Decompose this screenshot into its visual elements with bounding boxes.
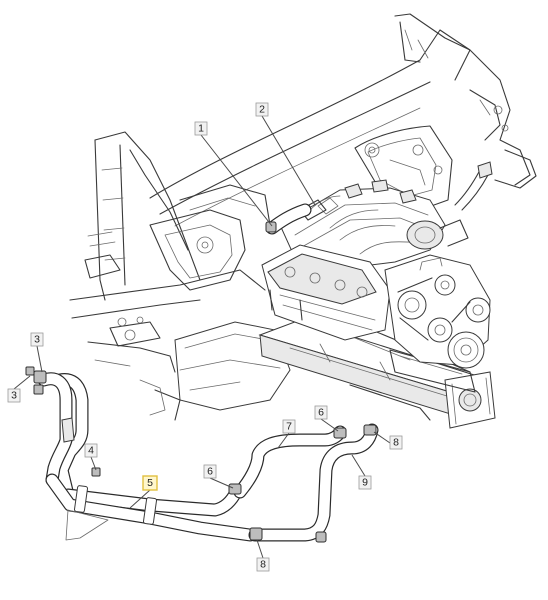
callout-1-box bbox=[194, 121, 208, 136]
callout-7-box bbox=[282, 419, 296, 434]
callout-2-box bbox=[255, 102, 269, 117]
callout-9-label: 9 bbox=[362, 477, 368, 489]
callout-4-box bbox=[84, 443, 98, 458]
callout-9-box bbox=[358, 475, 372, 490]
callout-3a-box bbox=[30, 332, 44, 347]
callout-9-leader bbox=[351, 454, 366, 477]
callout-2-leader bbox=[261, 115, 316, 206]
callout-5-box bbox=[142, 475, 158, 491]
callout-3a-label: 3 bbox=[34, 334, 40, 346]
callout-8b-leader bbox=[373, 431, 391, 444]
callout-3a-leader bbox=[36, 345, 43, 373]
callout-7-leader bbox=[277, 432, 290, 449]
callout-6a-label: 6 bbox=[207, 466, 213, 478]
callout-6b-leader bbox=[320, 418, 339, 432]
callout-1-leader bbox=[200, 134, 273, 227]
callout-4-label: 4 bbox=[88, 445, 94, 457]
callout-8b-label: 8 bbox=[393, 437, 399, 449]
callout-6a-box bbox=[203, 464, 217, 479]
callout-4-leader bbox=[90, 456, 97, 471]
heater-hose-fasteners bbox=[25, 366, 377, 543]
callout-7-label: 7 bbox=[286, 421, 292, 433]
callout-3b-label: 3 bbox=[11, 390, 17, 402]
callout-8b-box bbox=[389, 435, 403, 450]
engine-assembly bbox=[261, 161, 493, 369]
callout-6a-leader bbox=[209, 477, 234, 489]
callout-1-label: 1 bbox=[198, 123, 204, 135]
callout-5-leader bbox=[129, 489, 151, 509]
callouts: 1 2 3 3 4 5 6 6 7 8 bbox=[7, 102, 403, 572]
callout-8a-label: 8 bbox=[260, 559, 266, 571]
callout-6b-box bbox=[314, 405, 328, 420]
callout-2-label: 2 bbox=[259, 104, 265, 116]
heater-outlet-hose bbox=[248, 423, 379, 542]
callout-6b-label: 6 bbox=[318, 407, 324, 419]
callout-8a-box bbox=[256, 557, 270, 572]
callout-8a-leader bbox=[256, 539, 264, 559]
throttle-body-heater-hose bbox=[265, 203, 312, 235]
heater-pipe-assembly bbox=[37, 372, 257, 542]
callout-3b-leader bbox=[13, 375, 31, 390]
callout-5-label: 5 bbox=[147, 477, 153, 489]
callout-3b-box bbox=[7, 388, 21, 403]
